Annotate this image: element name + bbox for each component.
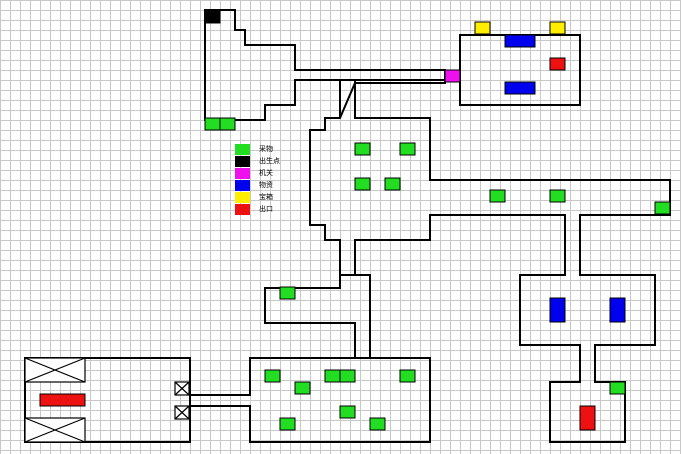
resource-marker [489,189,506,203]
resource-marker [609,381,626,395]
legend-label: 机关 [259,169,273,177]
treasure-swatch [235,192,250,203]
resource-marker [354,177,371,191]
passage-wall [264,275,356,358]
legend-label: 出生点 [259,157,280,165]
resource-marker [384,177,401,191]
mechanism-marker [444,69,461,83]
crate-icon [174,381,190,396]
legend-label: 物资 [259,181,273,189]
resource-marker [294,381,311,395]
resource-marker [279,286,296,300]
corridor-wall [295,79,341,118]
treasure-marker [474,21,491,35]
material-marker [549,297,566,323]
exit-marker [39,393,86,407]
resource-marker [204,117,221,131]
resource-marker [339,369,356,383]
resource-marker [324,369,341,383]
central-room-wall [309,79,671,443]
exit-marker [579,405,596,431]
spawn-swatch [235,156,250,167]
resource-marker [399,142,416,156]
material-marker [609,297,626,323]
spawn-room-wall [204,9,446,121]
treasure-marker [549,21,566,35]
resource-marker [369,417,386,431]
exit-swatch [235,204,250,215]
exit-marker [549,57,566,71]
resource-swatch [235,144,250,155]
crate-icon [174,405,190,420]
passage-wall [355,274,371,358]
exit-room-wall [24,357,191,443]
resource-marker [549,189,566,203]
resource-marker [354,142,371,156]
legend-label: 采物 [259,145,273,153]
crate-icon [24,417,86,443]
resource-marker [264,369,281,383]
material-marker [504,34,536,48]
legend-label: 宝箱 [259,193,273,201]
legend-label: 出口 [259,205,273,213]
crate-icon [24,357,86,383]
spawn-marker [204,9,221,24]
resource-marker [219,117,236,131]
material-marker [504,81,536,95]
resource-marker [399,369,416,383]
mechanism-swatch [235,168,250,179]
resource-marker [279,417,296,431]
material-swatch [235,180,250,191]
resource-marker [339,405,356,419]
resource-marker [654,201,671,215]
bottom-room-wall [189,357,431,443]
